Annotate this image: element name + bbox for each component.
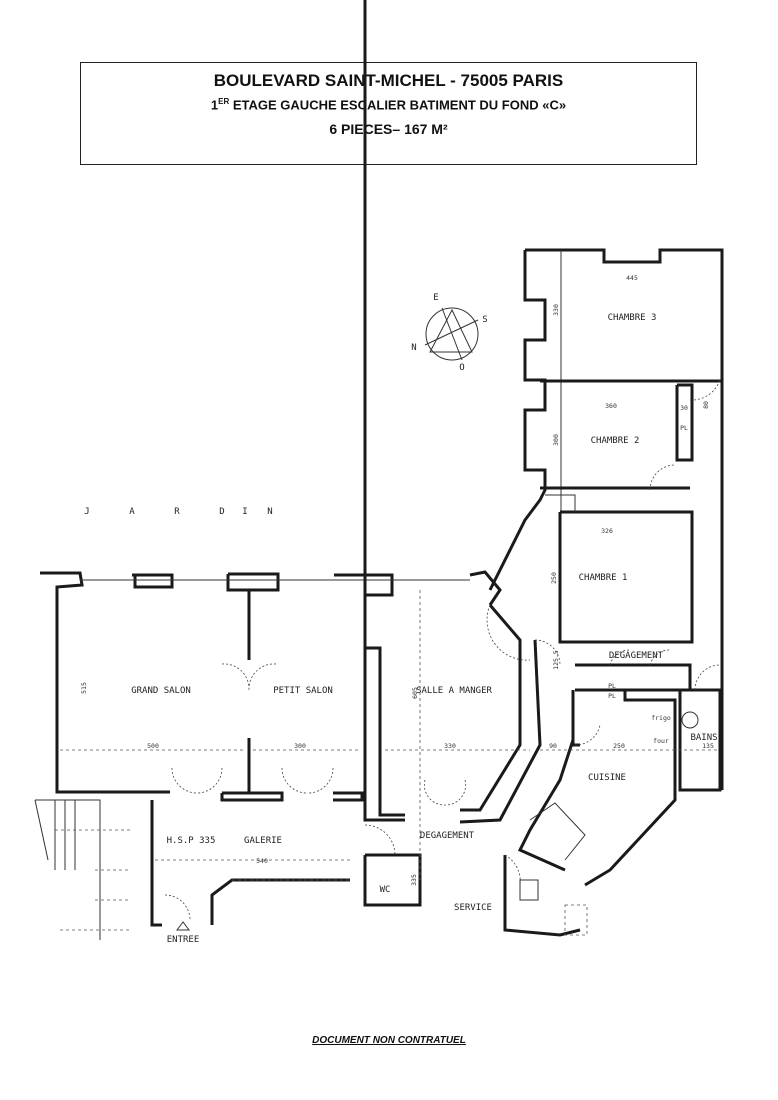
rooms-area: 6 PIECES– 167 M² bbox=[329, 121, 448, 138]
floor-ordinal-suffix: ER bbox=[218, 97, 230, 106]
compass-south: S bbox=[482, 315, 487, 325]
room-chambre-3: CHAMBRE 3 bbox=[608, 313, 657, 323]
dim-salle-width: 330 bbox=[444, 742, 456, 750]
dim-grand-salon-width: 500 bbox=[147, 742, 159, 750]
fridge-label: frigo bbox=[651, 714, 671, 722]
room-degagement-entry: DEGAGEMENT bbox=[420, 831, 475, 841]
compass-north: N bbox=[411, 343, 416, 353]
room-salle-a-manger: SALLE A MANGER bbox=[416, 686, 492, 696]
garden-letter: R bbox=[174, 507, 180, 517]
dim-placard-width: 30 bbox=[680, 404, 688, 412]
placard-label: PL bbox=[608, 682, 616, 690]
room-chambre-1: CHAMBRE 1 bbox=[579, 573, 628, 583]
compass-west: O bbox=[459, 363, 464, 373]
disclaimer: DOCUMENT NON CONTRATUEL bbox=[312, 1035, 466, 1046]
title-block: BOULEVARD SAINT-MICHEL - 75005 PARIS 1ER… bbox=[80, 62, 697, 165]
ceiling-height: H.S.P 335 bbox=[167, 836, 216, 846]
dim-cuisine-width: 250 bbox=[613, 742, 625, 750]
compass-east: E bbox=[433, 293, 438, 303]
staircase bbox=[34, 799, 130, 940]
dim-degagement-height: 125.5 bbox=[552, 650, 560, 670]
dim-wc-height: 335 bbox=[410, 874, 418, 886]
dim-chambre3-width: 445 bbox=[626, 274, 638, 282]
room-petit-salon: PETIT SALON bbox=[273, 686, 333, 696]
room-cuisine: CUISINE bbox=[588, 773, 626, 783]
door-arcs bbox=[164, 379, 721, 921]
dim-salle-height: 605 bbox=[411, 687, 419, 699]
walls bbox=[34, 0, 724, 940]
placard-label: PL bbox=[608, 692, 616, 700]
dim-grand-salon-height: 515 bbox=[80, 682, 88, 694]
entrance-arrow-icon bbox=[176, 921, 190, 931]
room-degagement-bedrooms: DEGAGEMENT bbox=[609, 651, 664, 661]
dim-placard-height: 80 bbox=[702, 401, 710, 409]
dim-chambre1-width: 326 bbox=[601, 527, 613, 535]
garden-letter: D bbox=[219, 507, 224, 517]
oven-label: four bbox=[653, 737, 669, 745]
room-grand-salon: GRAND SALON bbox=[131, 686, 191, 696]
room-bains: BAINS bbox=[690, 733, 717, 743]
room-wc: WC bbox=[380, 885, 391, 895]
room-galerie: GALERIE bbox=[244, 836, 282, 846]
garden-letter: I bbox=[242, 507, 247, 517]
dimension-lines bbox=[60, 590, 720, 880]
dim-chambre1-height: 250 bbox=[550, 572, 558, 584]
garden-letter: A bbox=[129, 507, 135, 517]
garden-label: J A R D I N bbox=[84, 507, 272, 517]
address-title: BOULEVARD SAINT-MICHEL - 75005 PARIS bbox=[213, 71, 564, 90]
room-entree: ENTREE bbox=[167, 935, 200, 945]
dim-petit-salon-width: 300 bbox=[294, 742, 306, 750]
placard-label: PL bbox=[680, 424, 688, 432]
room-service: SERVICE bbox=[454, 903, 492, 913]
dim-chambre3-height: 330 bbox=[552, 304, 560, 316]
floor-location: ETAGE GAUCHE ESCALIER BATIMENT DU FOND «… bbox=[229, 97, 567, 113]
dim-chambre2-width: 360 bbox=[605, 402, 617, 410]
dim-bains-width: 135 bbox=[702, 742, 714, 750]
garden-letter: N bbox=[267, 507, 272, 517]
room-chambre-2: CHAMBRE 2 bbox=[591, 436, 640, 446]
compass-icon: E S O N bbox=[411, 293, 487, 373]
garden-letter: J bbox=[84, 507, 89, 517]
dim-galerie-width: 540 bbox=[256, 857, 268, 865]
dim-chambre2-height: 300 bbox=[552, 434, 560, 446]
floor-description: 1ER ETAGE GAUCHE ESCALIER BATIMENT DU FO… bbox=[81, 97, 696, 112]
dim-degagement-width: 90 bbox=[549, 742, 557, 750]
floor-number: 1 bbox=[210, 97, 219, 113]
